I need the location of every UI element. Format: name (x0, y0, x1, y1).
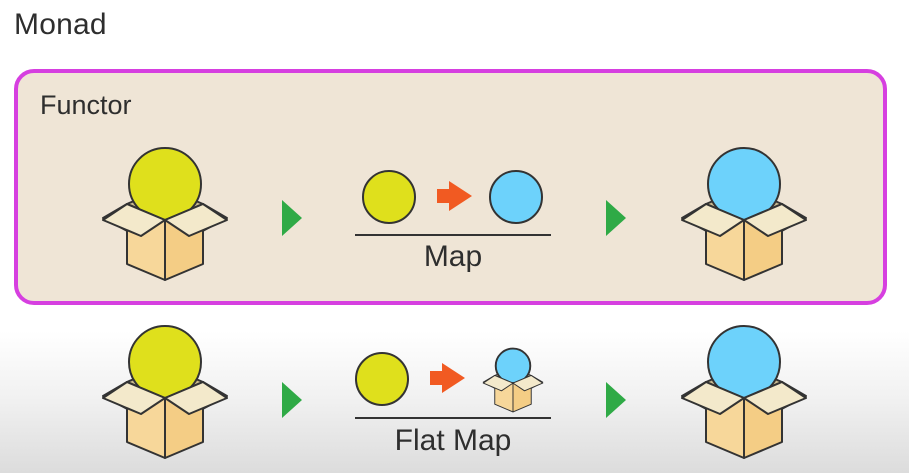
box-yellow-ball-icon (102, 147, 228, 281)
yellow-ball-icon (362, 170, 416, 224)
yellow-ball-icon (355, 352, 409, 406)
box-yellow-ball-icon (102, 325, 228, 459)
play-triangle-icon (282, 382, 302, 418)
functor-label: Functor (40, 90, 132, 120)
right-arrow-icon (437, 181, 472, 211)
right-arrow-icon (430, 363, 465, 393)
play-triangle-icon (282, 200, 302, 236)
play-triangle-icon (606, 200, 626, 236)
box-blue-ball-icon (681, 325, 807, 459)
box-blue-ball-icon (681, 147, 807, 281)
flat-map-caption: Flat Map (394, 424, 512, 457)
map-caption: Map (423, 240, 483, 273)
play-triangle-icon (606, 382, 626, 418)
page-title: Monad (14, 8, 107, 41)
blue-ball-icon (489, 170, 543, 224)
small-box-blue-ball-icon (482, 347, 544, 413)
